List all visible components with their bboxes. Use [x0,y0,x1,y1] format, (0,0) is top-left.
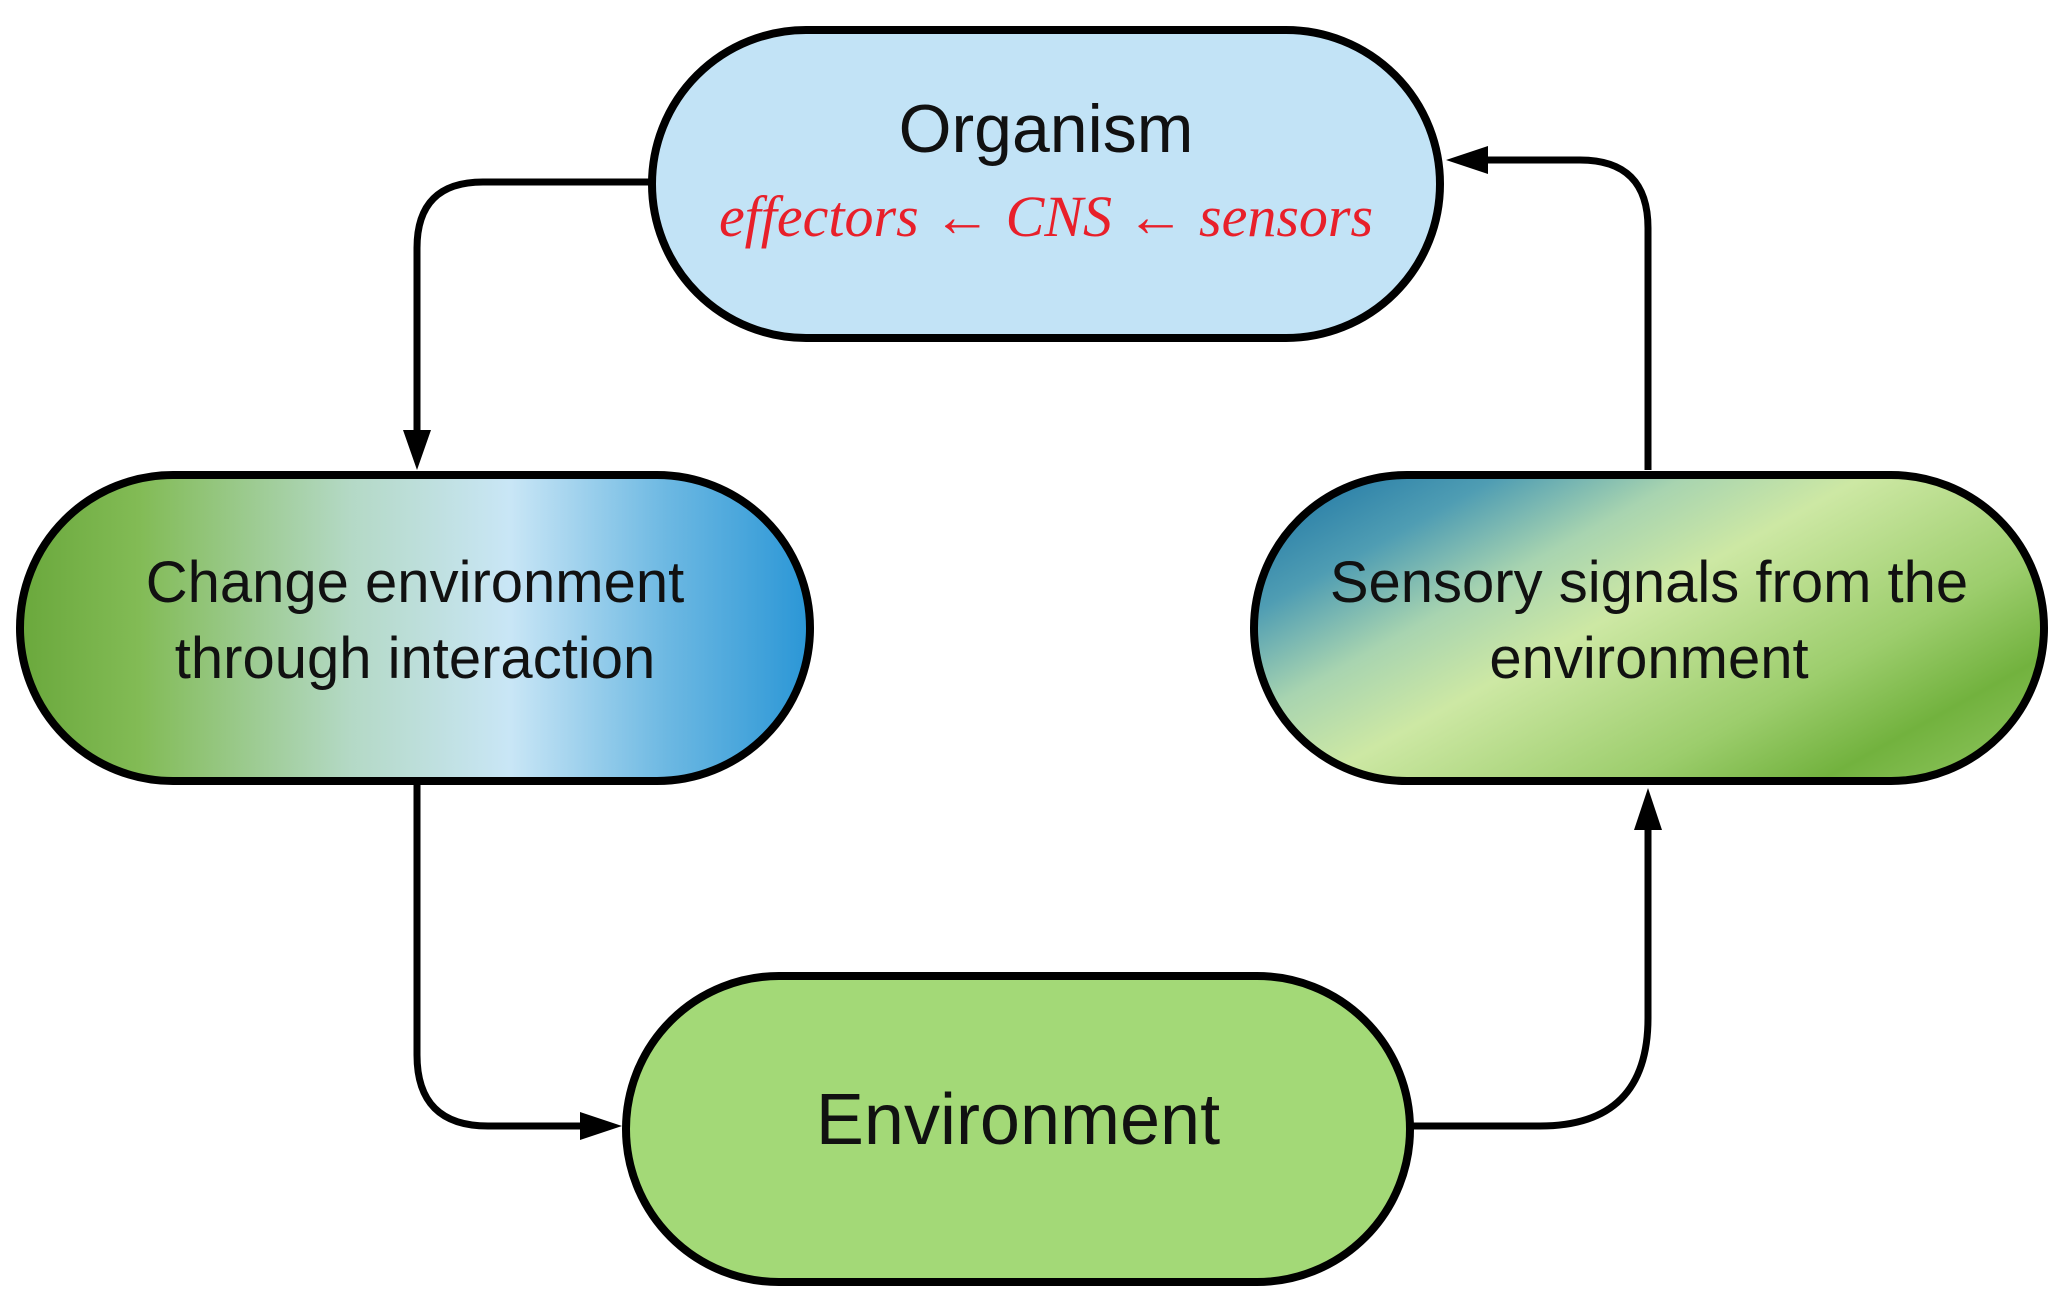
edge-sensory-to-organism [1478,156,1652,470]
arrowhead-up-icon [1634,788,1662,830]
arrowhead-right-icon [580,1112,622,1140]
change-environment-line1: Change environment [146,550,684,615]
organism-subtitle: effectors ← CNS ← sensors [719,184,1373,249]
sensory-signals-line2: environment [1489,626,1808,691]
change-environment-line2: through interaction [175,626,655,691]
connectors [403,146,1662,1140]
organism-pill [648,26,1444,342]
node-change-environment: Change environment through interaction [16,471,814,785]
environment-pill [622,972,1414,1286]
arrowhead-down-icon [403,430,431,470]
node-organism: Organism effectors ← CNS ← sensors [648,26,1444,342]
arrowhead-left-icon [1446,146,1488,174]
edge-environment-to-sensory [1410,820,1652,1130]
node-sensory-signals: Sensory signals from the environment [1250,471,2048,785]
sensory-signals-line1: Sensory signals from the [1330,550,1968,615]
change-environment-pill [16,471,814,785]
sensory-signals-pill [1250,471,2048,785]
organism-title: Organism [899,91,1194,167]
edge-change-to-environment [413,782,590,1130]
edge-organism-to-change [413,178,652,440]
environment-title: Environment [816,1080,1220,1160]
node-environment: Environment [622,972,1414,1286]
